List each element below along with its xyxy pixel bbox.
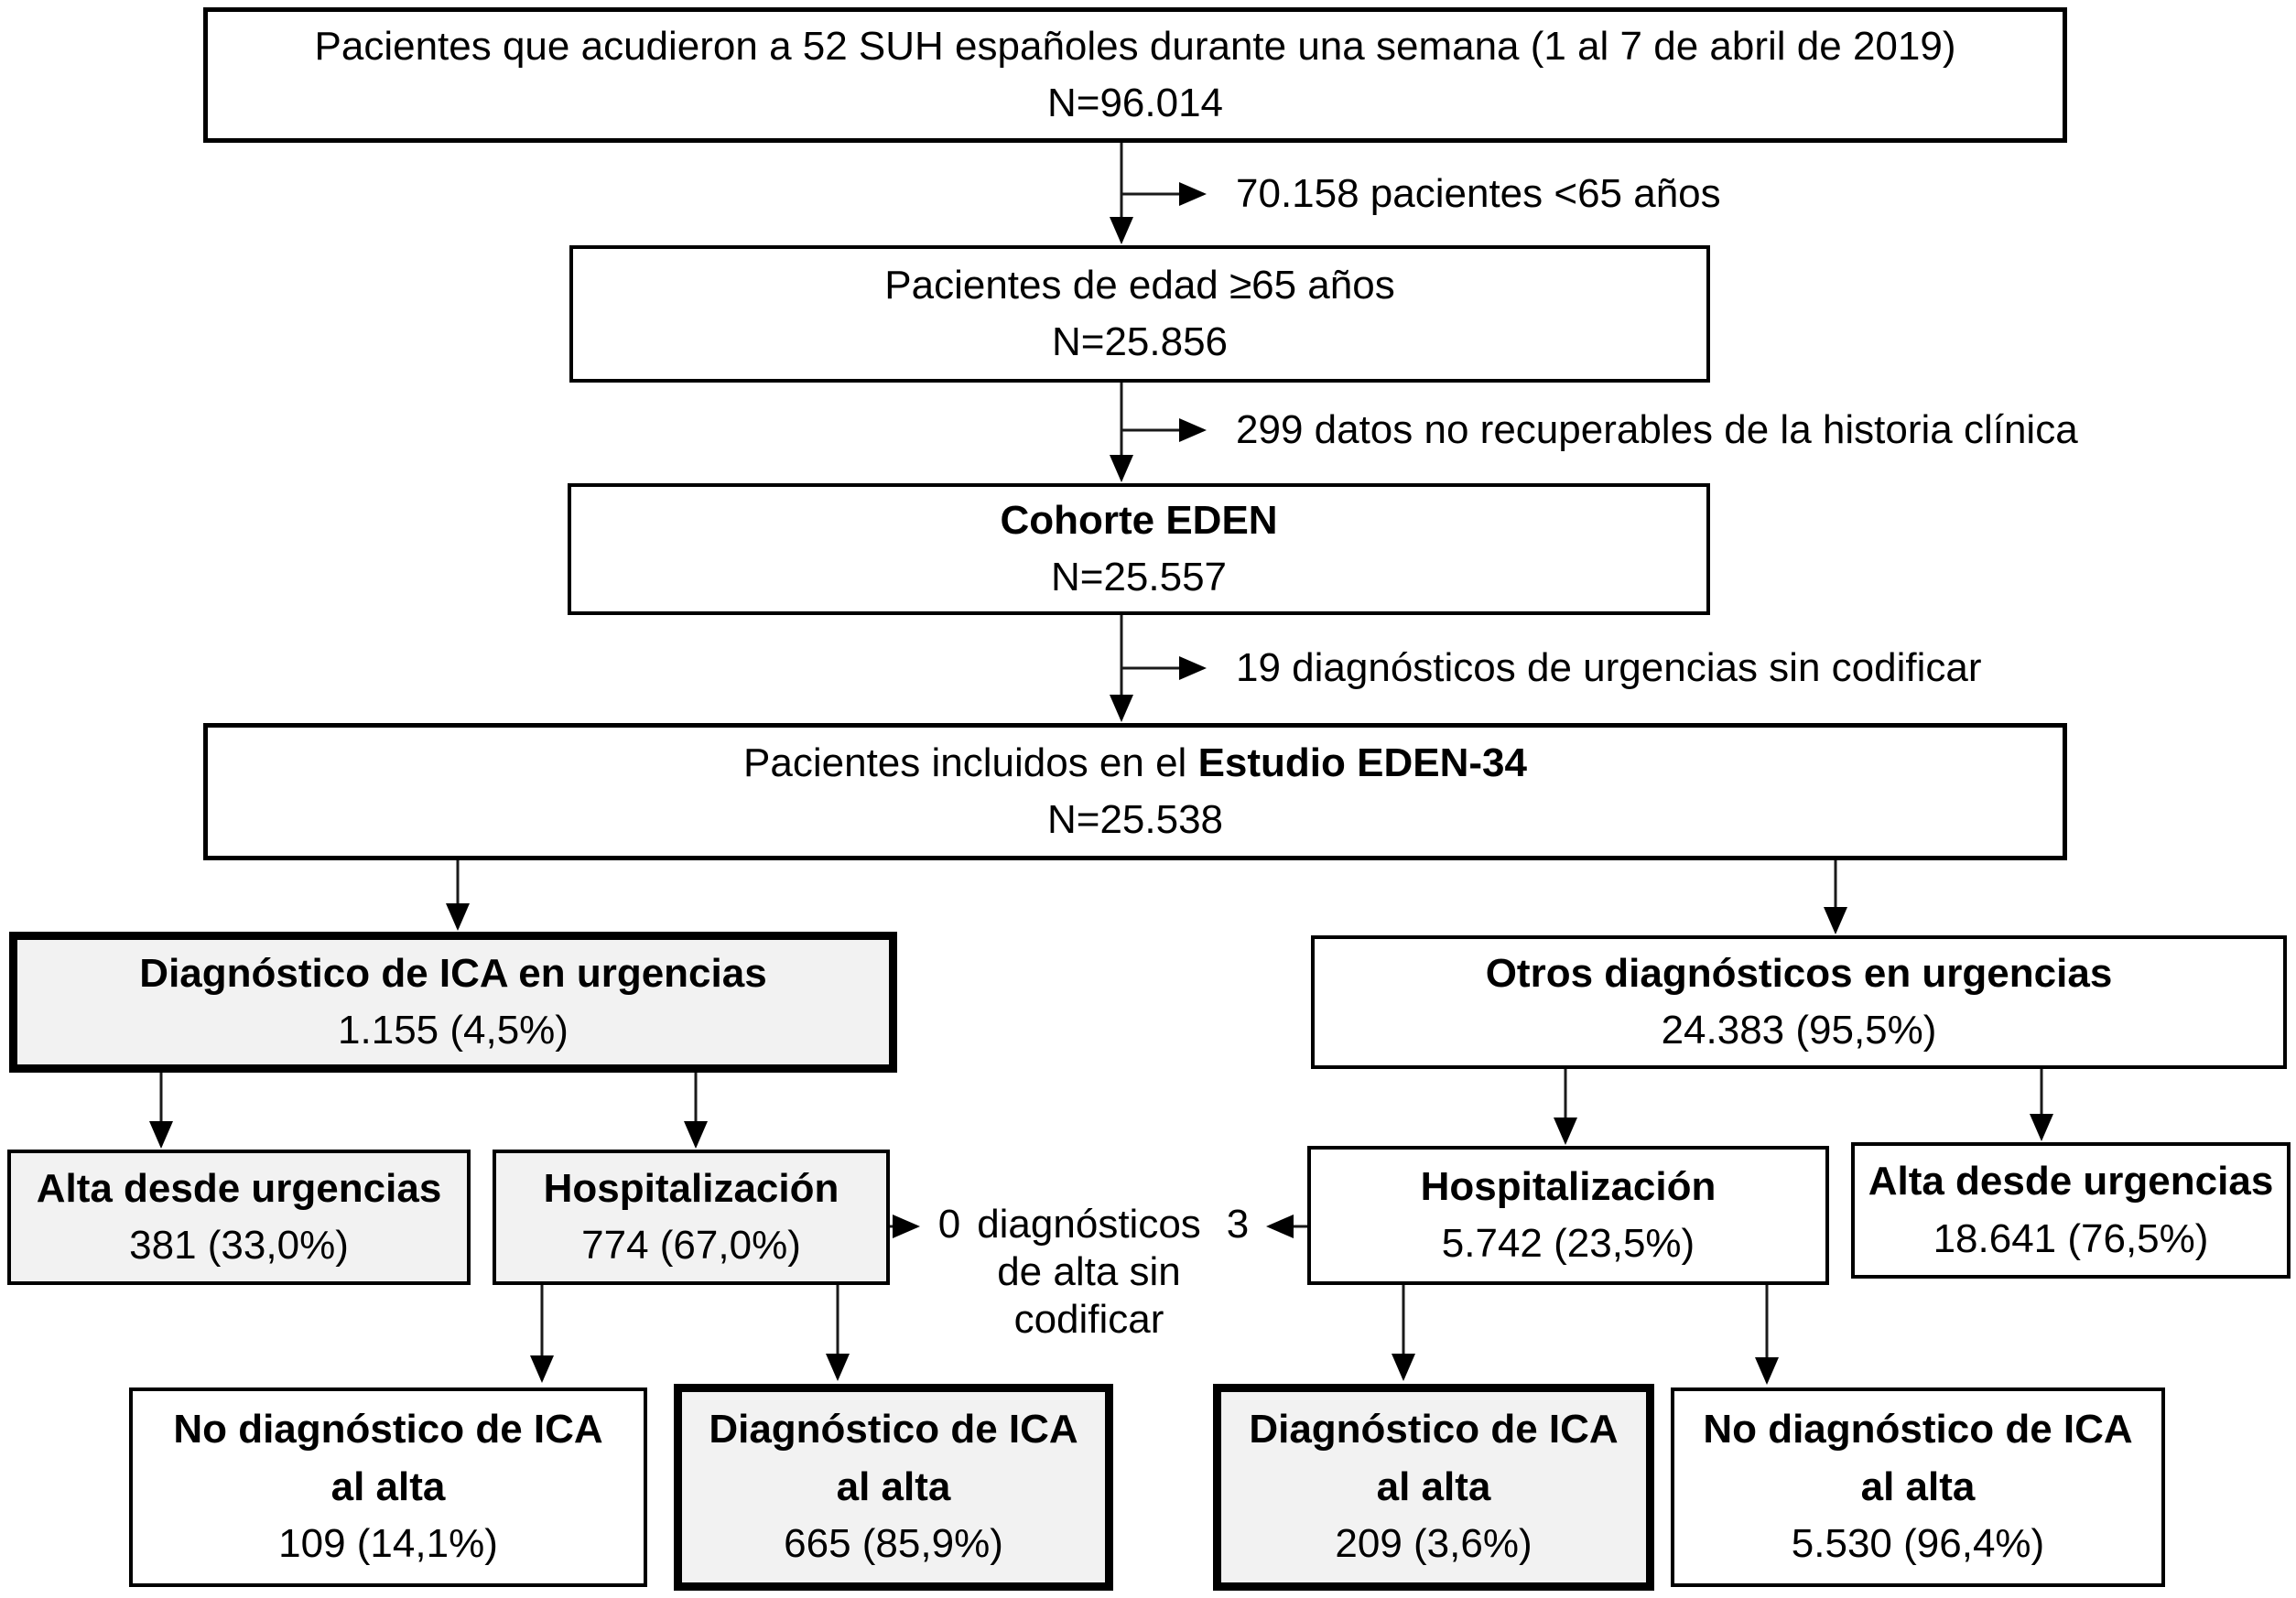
box-other-diagnoses-urgencias-title: Otros diagnósticos en urgencias: [1485, 950, 2113, 996]
box-no-ica-alta-left: No diagnóstico de ICA al alta 109 (14,1%…: [129, 1387, 647, 1587]
box-estudio-eden34: Pacientes incluidos en el Estudio EDEN-3…: [203, 723, 2067, 860]
uncoded-alta-label-line3: codificar: [1013, 1297, 1164, 1342]
box-no-ica-alta-left-line2: al alta: [330, 1463, 446, 1509]
box-alta-urgencias-right-value: 18.641 (76,5%): [1933, 1215, 2209, 1261]
box-ica-alta-left-value: 665 (85,9%): [784, 1521, 1003, 1567]
box-hospitalizacion-left-value: 774 (67,0%): [581, 1223, 801, 1268]
exclusion-label-under65: 70.158 pacientes <65 años: [1236, 171, 1721, 216]
uncoded-alta-label-line2: de alta sin: [997, 1249, 1181, 1294]
box-no-ica-alta-left-line1: No diagnóstico de ICA: [173, 1407, 603, 1452]
box-other-diagnoses-urgencias: Otros diagnósticos en urgencias 24.383 (…: [1311, 935, 2287, 1069]
box-estudio-eden34-title-prefix: Pacientes incluidos en el: [743, 740, 1198, 785]
box-total-patients-title: Pacientes que acudieron a 52 SUH español…: [314, 23, 1956, 69]
box-hospitalizacion-right-title: Hospitalización: [1420, 1163, 1717, 1209]
box-ica-diagnosis-urgencias-title: Diagnóstico de ICA en urgencias: [139, 950, 767, 996]
box-age-65-title: Pacientes de edad ≥65 años: [884, 262, 1395, 308]
box-alta-urgencias-left-value: 381 (33,0%): [129, 1223, 349, 1268]
box-ica-diagnosis-urgencias-value: 1.155 (4,5%): [338, 1008, 569, 1053]
exclusion-label-uncoded-urgencias: 19 diagnósticos de urgencias sin codific…: [1236, 645, 1982, 690]
box-ica-alta-right-line1: Diagnóstico de ICA: [1249, 1407, 1619, 1452]
box-no-ica-alta-right: No diagnóstico de ICA al alta 5.530 (96,…: [1671, 1387, 2165, 1587]
box-ica-alta-right-line2: al alta: [1376, 1463, 1491, 1509]
box-alta-urgencias-right-title: Alta desde urgencias: [1868, 1159, 2274, 1204]
uncoded-alta-count-left: 0: [937, 1202, 961, 1247]
box-total-patients-n: N=96.014: [1046, 81, 1224, 125]
box-other-diagnoses-urgencias-value: 24.383 (95,5%): [1661, 1008, 1937, 1053]
box-hospitalizacion-left: Hospitalización 774 (67,0%): [493, 1150, 890, 1285]
box-ica-alta-right-value: 209 (3,6%): [1335, 1521, 1532, 1567]
box-no-ica-alta-right-value: 5.530 (96,4%): [1791, 1521, 2045, 1567]
box-hospitalizacion-left-title: Hospitalización: [543, 1165, 839, 1211]
box-cohorte-eden: Cohorte EDEN N=25.557: [568, 483, 1710, 615]
box-cohorte-eden-title: Cohorte EDEN: [1000, 497, 1278, 543]
box-ica-alta-left-line1: Diagnóstico de ICA: [709, 1407, 1078, 1452]
exclusion-label-no-data: 299 datos no recuperables de la historia…: [1236, 407, 2078, 452]
box-alta-urgencias-left: Alta desde urgencias 381 (33,0%): [7, 1150, 471, 1285]
box-no-ica-alta-left-value: 109 (14,1%): [278, 1521, 498, 1567]
box-no-ica-alta-right-line1: No diagnóstico de ICA: [1703, 1407, 2133, 1452]
box-ica-alta-left-line2: al alta: [836, 1463, 951, 1509]
box-total-patients: Pacientes que acudieron a 52 SUH español…: [203, 7, 2067, 143]
box-ica-diagnosis-urgencias: Diagnóstico de ICA en urgencias 1.155 (4…: [9, 932, 897, 1073]
box-estudio-eden34-title-bold: Estudio EDEN-34: [1197, 740, 1527, 785]
uncoded-alta-label-line1: diagnósticos: [977, 1202, 1201, 1247]
box-age-65-n: N=25.856: [1051, 319, 1229, 364]
uncoded-alta-count-right: 3: [1226, 1202, 1250, 1247]
box-age-65: Pacientes de edad ≥65 años N=25.856: [569, 245, 1710, 383]
box-estudio-eden34-n: N=25.538: [1046, 797, 1224, 842]
box-no-ica-alta-right-line2: al alta: [1860, 1463, 1976, 1509]
uncoded-alta-label: diagnósticos de alta sin codificar: [972, 1201, 1206, 1344]
box-ica-alta-left: Diagnóstico de ICA al alta 665 (85,9%): [674, 1384, 1113, 1591]
box-cohorte-eden-n: N=25.557: [1050, 555, 1228, 599]
box-hospitalizacion-right-value: 5.742 (23,5%): [1441, 1221, 1695, 1266]
box-estudio-eden34-title: Pacientes incluidos en el Estudio EDEN-3…: [743, 735, 1527, 792]
box-hospitalizacion-right: Hospitalización 5.742 (23,5%): [1307, 1146, 1829, 1285]
box-ica-alta-right: Diagnóstico de ICA al alta 209 (3,6%): [1213, 1384, 1654, 1591]
box-alta-urgencias-right: Alta desde urgencias 18.641 (76,5%): [1851, 1142, 2291, 1279]
box-alta-urgencias-left-title: Alta desde urgencias: [36, 1165, 442, 1211]
